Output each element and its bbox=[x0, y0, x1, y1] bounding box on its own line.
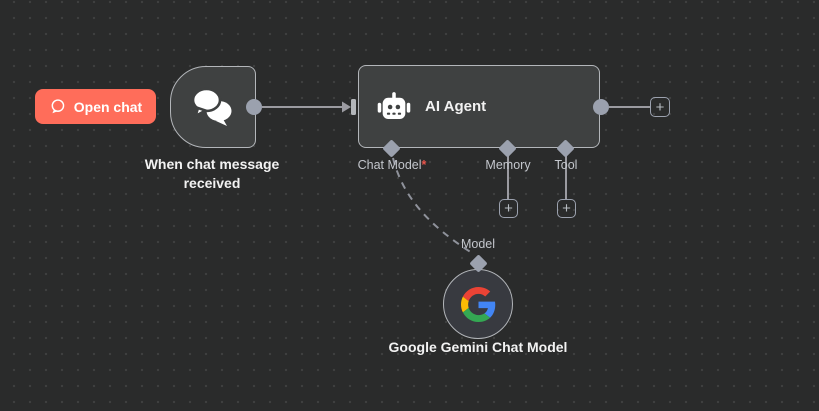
agent-node-title: AI Agent bbox=[425, 98, 487, 115]
google-g-logo-icon bbox=[460, 286, 496, 322]
agent-output-endpoint[interactable] bbox=[593, 99, 609, 115]
add-next-node-button[interactable]: + bbox=[650, 97, 670, 117]
trigger-node-label: When chat message received bbox=[144, 156, 280, 191]
required-asterisk: * bbox=[421, 158, 427, 172]
chat-bubble-outline-icon bbox=[49, 98, 66, 115]
memory-port-label: Memory bbox=[485, 158, 531, 172]
robot-icon bbox=[377, 90, 411, 124]
add-tool-button[interactable]: + bbox=[557, 199, 576, 218]
gemini-node-label: Google Gemini Chat Model bbox=[388, 339, 568, 355]
open-chat-button[interactable]: Open chat bbox=[35, 89, 156, 124]
agent-input-port[interactable] bbox=[351, 99, 356, 115]
chat-trigger-node[interactable] bbox=[170, 66, 256, 148]
connection-arrowhead-icon bbox=[342, 101, 351, 113]
trigger-output-endpoint[interactable] bbox=[246, 99, 262, 115]
chat-bubbles-icon bbox=[189, 83, 237, 131]
model-port-label: Model bbox=[460, 237, 496, 251]
open-chat-label: Open chat bbox=[73, 98, 143, 115]
google-gemini-node[interactable] bbox=[443, 269, 513, 339]
chat-model-port-label: Chat Model* bbox=[358, 158, 427, 172]
tool-port-label: Tool bbox=[554, 158, 578, 172]
ai-agent-node[interactable]: AI Agent bbox=[358, 65, 600, 148]
add-memory-button[interactable]: + bbox=[499, 199, 518, 218]
chat-model-port-text: Chat Model bbox=[357, 158, 422, 172]
connection-chatmodel-to-gemini[interactable] bbox=[392, 157, 473, 254]
